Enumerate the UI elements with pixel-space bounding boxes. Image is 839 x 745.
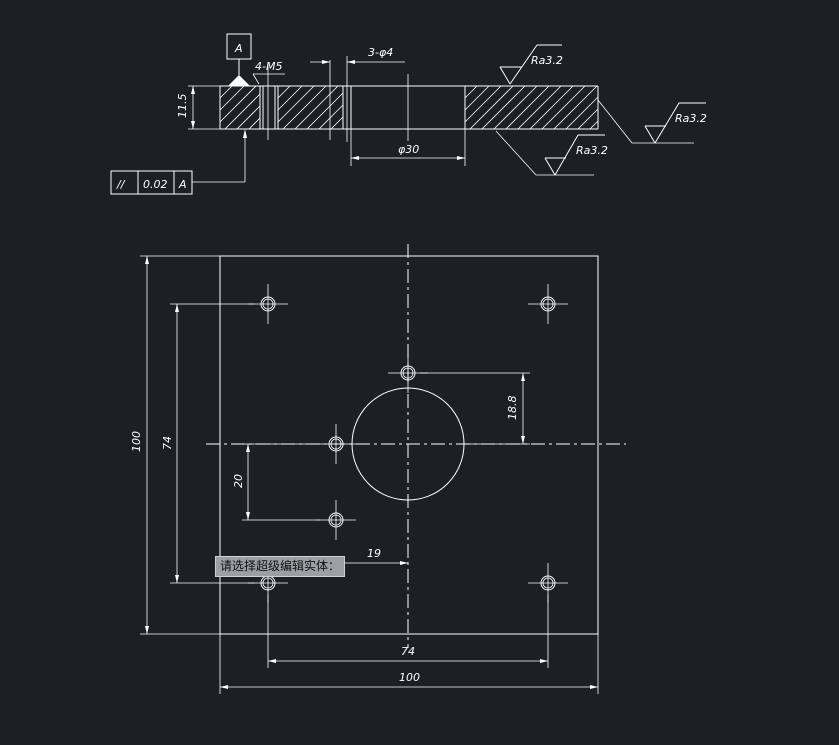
hatch-line — [517, 85, 562, 130]
hatch-line — [306, 92, 344, 130]
tolerance-datum: A — [178, 178, 187, 191]
hole-callout: 3-φ4 — [368, 46, 393, 59]
roughness-top: Ra3.2 — [531, 54, 563, 67]
hatch-line — [505, 85, 550, 130]
hatch-line — [236, 105, 261, 130]
hatch-line — [318, 104, 344, 130]
hatch-line — [464, 85, 478, 99]
hatch-line — [277, 85, 291, 99]
hatch-line — [464, 85, 502, 123]
thread-callout: 4-M5 — [255, 60, 282, 73]
thickness-dim: 11.5 — [176, 94, 189, 119]
datum-label: A — [234, 42, 243, 55]
hatch-line — [224, 93, 261, 130]
dim-hole-spacing-h: 74 — [401, 645, 415, 658]
hatch-line — [277, 85, 303, 111]
hatch-line — [219, 85, 245, 111]
roughness-right: Ra3.2 — [675, 112, 707, 125]
tolerance-value: 0.02 — [143, 178, 168, 191]
plate-outline — [219, 255, 599, 635]
hatch-left — [219, 85, 344, 130]
hatch-line — [282, 85, 327, 130]
section-view: 11.5 A 4-M5 3-φ4 φ30 Ra3.2 — [110, 33, 707, 195]
dim-height-outer: 100 — [130, 431, 143, 452]
bore-dim: φ30 — [398, 143, 419, 156]
dim-width-outer: 100 — [399, 671, 420, 684]
hatch-line — [469, 85, 514, 130]
roughness-bottom: Ra3.2 — [576, 144, 608, 157]
tolerance-frame — [110, 170, 193, 195]
hatch-line — [219, 85, 233, 99]
plan-view: 100 74 20 18.8 19 74 — [130, 244, 626, 694]
hatch-line — [330, 116, 344, 130]
hatch-line — [589, 120, 599, 130]
hatch-line — [577, 108, 599, 130]
command-tooltip: 请选择超级编辑实体： — [215, 556, 346, 577]
hatch-line — [219, 85, 257, 123]
hatch-line — [248, 117, 261, 130]
hatch-line — [277, 85, 315, 123]
hatch-line — [529, 85, 574, 130]
hatch-line — [294, 85, 339, 130]
dim-offset-18-8: 18.8 — [506, 396, 519, 421]
hatch-line — [541, 85, 586, 130]
hatch-line — [464, 85, 490, 111]
hatch-line — [493, 85, 538, 130]
hatch-right — [464, 85, 599, 130]
hatch-line — [565, 96, 599, 130]
dim-offset-19: 19 — [367, 547, 381, 560]
dim-offset-20: 20 — [232, 474, 245, 488]
hatch-line — [481, 85, 526, 130]
tolerance-symbol: // — [116, 178, 126, 191]
hatch-line — [553, 85, 598, 130]
datum-triangle — [228, 75, 250, 86]
dim-hole-spacing-v: 74 — [161, 436, 174, 450]
